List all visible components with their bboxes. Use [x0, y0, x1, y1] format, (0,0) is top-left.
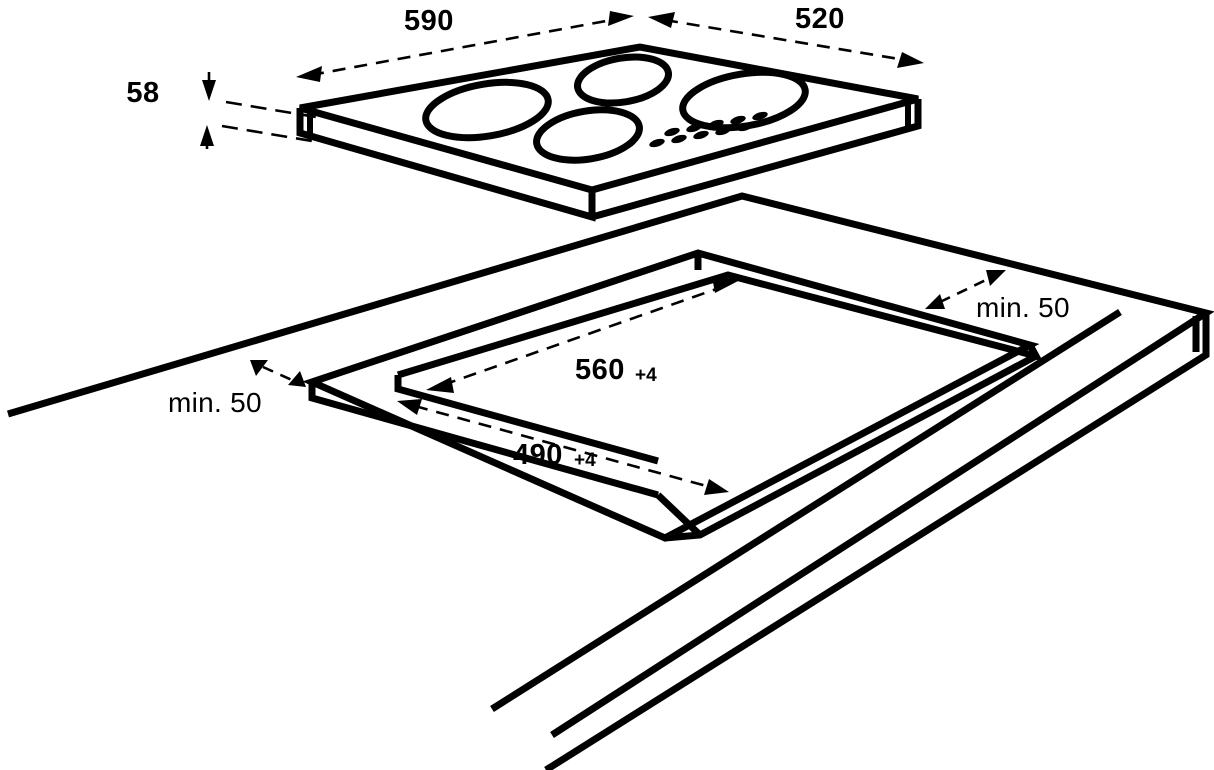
dimension-590-line [310, 17, 618, 77]
clearance-left-arrow-lower [288, 371, 306, 387]
dimension-58: 58 [126, 72, 323, 156]
dimension-58-ext-upper [225, 100, 323, 120]
dimension-590-arrow-left [296, 66, 322, 82]
clearance-left-arrow-upper [250, 360, 268, 376]
clearance-rear-label: min. 50 [976, 292, 1070, 323]
dimension-58-label: 58 [126, 77, 159, 109]
dimension-490: 490 +4 [397, 399, 729, 495]
dimension-560-arrow-right [712, 277, 740, 293]
dimension-560-arrow-left [426, 377, 454, 393]
dimension-58-ext-lower [221, 124, 319, 144]
dimension-520: 520 [648, 3, 924, 68]
cooktop-top-face [299, 43, 919, 194]
clearance-left-dimension: min. 50 [168, 360, 306, 418]
clearance-rear-dimension: min. 50 [925, 270, 1070, 323]
dimension-490-arrow-right [704, 479, 729, 495]
clearance-rear-line [939, 276, 991, 304]
dimension-490-arrow-left [397, 399, 422, 415]
dimension-520-label: 520 [795, 3, 845, 35]
worktop-cutout-front-wall [655, 492, 703, 538]
clearance-left-label: min. 50 [168, 387, 262, 418]
dimension-490-tolerance: +4 [574, 450, 596, 471]
dimension-490-label: 490 [513, 439, 563, 471]
dimension-590-label: 590 [404, 5, 454, 37]
dimension-58-arrow-top [202, 80, 216, 101]
dimension-490-line [414, 404, 711, 489]
worktop-top-surface-edges [7, 192, 1214, 738]
clearance-rear-arrow-lower [925, 294, 945, 309]
dimension-520-arrow-left [648, 12, 675, 28]
cooktop-left-side-face [296, 108, 596, 222]
worktop-front-inner-edge [490, 309, 1122, 712]
dimension-560: 560 +4 [426, 277, 740, 393]
control-row-rear [664, 111, 768, 137]
dimension-58-arrow-bottom [200, 125, 214, 146]
zone-rear-right-ring [573, 53, 673, 107]
control-row-front [649, 122, 753, 148]
clearance-rear-arrow-upper [986, 270, 1006, 286]
dimension-560-line [442, 285, 723, 387]
worktop-assembly [7, 192, 1214, 770]
worktop-cutout-inner-rim [396, 271, 1043, 379]
zone-front-left-ring [533, 106, 643, 164]
zone-rear-left-ring [422, 78, 552, 142]
dimension-560-tolerance: +4 [635, 365, 657, 386]
dimension-560-label: 560 [575, 354, 625, 386]
dimension-520-arrow-right [897, 52, 924, 68]
worktop-right-thickness [544, 313, 1210, 770]
worktop-cutout-left-wall [308, 382, 659, 499]
cooktop-right-side-face [591, 99, 922, 221]
worktop-cutout-inner-left [394, 375, 659, 465]
cooktop-assembly [296, 43, 922, 222]
dimension-520-line [664, 18, 906, 62]
dimension-590-arrow-right [608, 11, 634, 26]
touch-control-panel [649, 111, 768, 148]
clearance-left-line [262, 365, 293, 382]
dimension-590: 590 [296, 5, 634, 82]
